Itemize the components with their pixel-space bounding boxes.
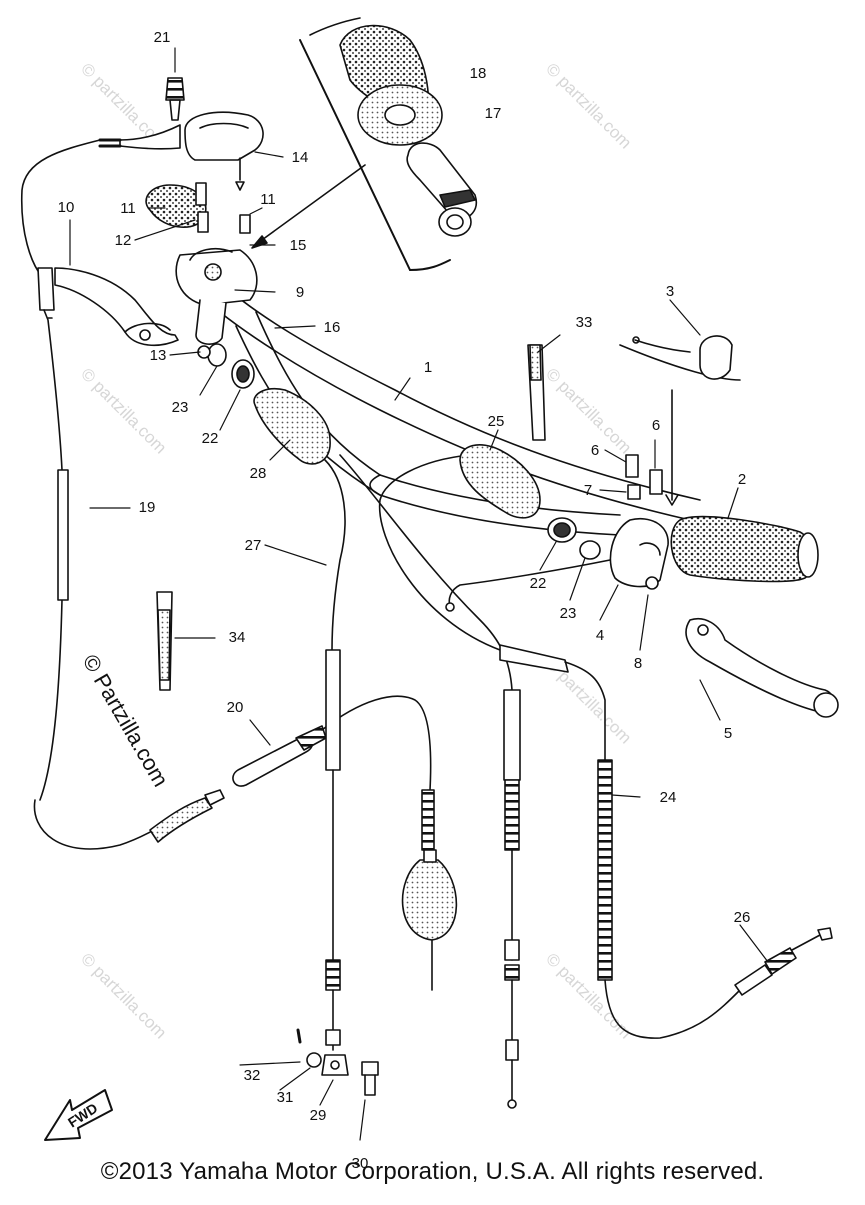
- callout-19: 19: [139, 499, 156, 516]
- cable-27: [324, 459, 346, 1051]
- grip-25: [459, 444, 541, 519]
- callout-6b: 6: [652, 417, 660, 434]
- callout-18: 18: [470, 65, 487, 82]
- grip-right: [670, 515, 819, 583]
- watermark-text: © partzilla.com: [542, 59, 635, 152]
- holder-wire: [445, 559, 611, 612]
- collar-right: [547, 517, 601, 560]
- callout-13: 13: [150, 347, 167, 364]
- callout-21: 21: [154, 29, 171, 46]
- callout-15: 15: [290, 237, 307, 254]
- strap-34: [156, 591, 173, 691]
- callout-2: 2: [738, 471, 746, 488]
- leader-lines: [69, 47, 769, 1141]
- callout-20: 20: [227, 699, 244, 716]
- watermark-text: © partzilla.com: [77, 949, 170, 1042]
- callout-33: 33: [576, 314, 593, 331]
- callout-34: 34: [229, 629, 246, 646]
- callout-27: 27: [245, 537, 262, 554]
- callout-23a: 23: [172, 399, 189, 416]
- callout-11b: 11: [260, 191, 276, 208]
- callout-6a: 6: [591, 442, 599, 459]
- callout-7: 7: [584, 482, 592, 499]
- cable-24: [378, 454, 741, 1039]
- callout-12: 12: [115, 232, 132, 249]
- watermark-text: © partzilla.com: [77, 364, 170, 457]
- left-lever: [54, 267, 179, 347]
- callout-16: 16: [324, 319, 341, 336]
- inset-panel: [251, 17, 477, 271]
- cable-end-29: [296, 1028, 379, 1096]
- callouts: 1 2 3 4 5 6 6 7 8 9 10 11 11 12 13 14 15…: [58, 29, 751, 1172]
- callout-24: 24: [660, 789, 677, 806]
- callout-17: 17: [485, 105, 502, 122]
- callout-3: 3: [666, 283, 674, 300]
- callout-9: 9: [296, 284, 304, 301]
- callout-22a: 22: [202, 430, 219, 447]
- callout-11a: 11: [120, 200, 136, 217]
- callout-28: 28: [250, 465, 267, 482]
- callout-4: 4: [596, 627, 604, 644]
- lever-holder: [609, 454, 669, 590]
- callout-14: 14: [292, 149, 309, 166]
- throttle-cable-adjuster: [98, 77, 185, 150]
- callout-31: 31: [277, 1089, 294, 1106]
- callout-26: 26: [734, 909, 751, 926]
- switch-3: [619, 335, 741, 506]
- copyright-notice: ©2013 Yamaha Motor Corporation, U.S.A. A…: [100, 1158, 765, 1185]
- collar-left: [197, 343, 255, 389]
- cable-19: [20, 139, 225, 850]
- callout-25: 25: [488, 413, 505, 430]
- strap-33: [527, 344, 546, 441]
- watermark-text: © partzilla.com: [542, 364, 635, 457]
- callout-1: 1: [424, 359, 432, 376]
- callout-8: 8: [634, 655, 642, 672]
- right-lever: [685, 618, 839, 718]
- callout-30: 30: [352, 1155, 369, 1172]
- fwd-arrow: [44, 1089, 113, 1141]
- callout-32: 32: [244, 1067, 261, 1084]
- callout-5: 5: [724, 725, 732, 742]
- callout-23b: 23: [560, 605, 577, 622]
- cable-26: [734, 927, 833, 996]
- callout-22b: 22: [530, 575, 547, 592]
- throttle-cap: [184, 111, 264, 191]
- throttle-housing: [145, 182, 258, 345]
- grip-28: [253, 387, 331, 465]
- callout-10: 10: [58, 199, 75, 216]
- callout-29: 29: [310, 1107, 327, 1124]
- cable-20: [232, 695, 458, 991]
